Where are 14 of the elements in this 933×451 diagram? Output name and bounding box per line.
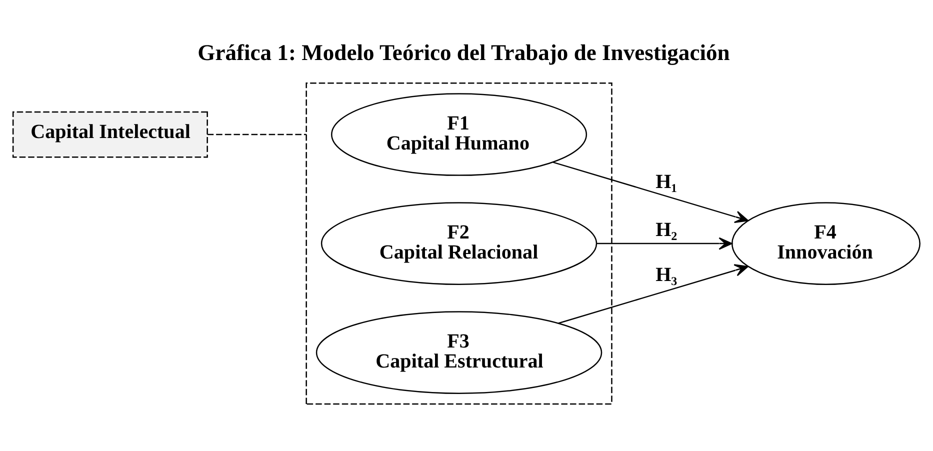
- cluster: [306, 82, 612, 404]
- arrow: [553, 161, 749, 223]
- node-box: Capital Intelectual: [12, 110, 208, 158]
- node-ellipse: F1 Capital Humano: [331, 92, 588, 176]
- edge-label: H₃: [656, 263, 678, 286]
- arrow: [558, 264, 748, 324]
- node-ellipse: F4 Innovación: [731, 202, 920, 284]
- node-ellipse: F2 Capital Relacional: [320, 202, 598, 284]
- node-ellipse: F3 Capital Estructural: [316, 310, 602, 394]
- diagram-title: Gráfica 1: Modelo Teórico del Trabajo de Investigación: [198, 39, 730, 64]
- connector: [207, 133, 306, 135]
- arrow: [596, 236, 732, 250]
- edge-label: H₁: [656, 170, 678, 193]
- edge-label: H₂: [656, 218, 678, 240]
